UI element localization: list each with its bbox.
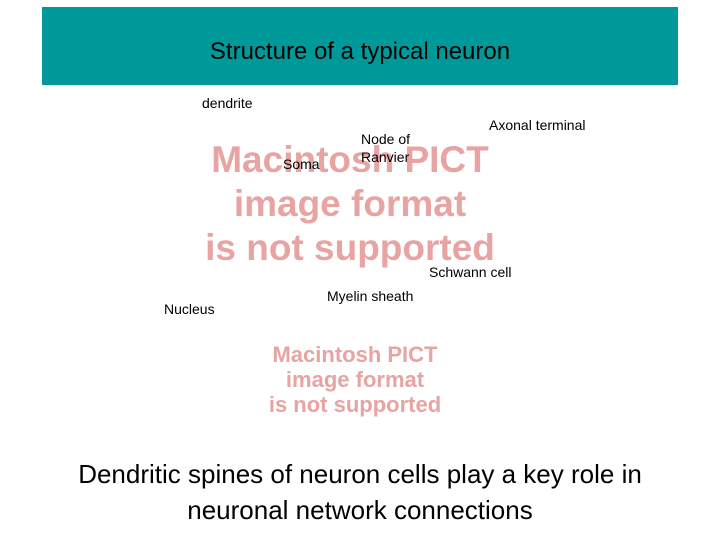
unsupported-image-placeholder: Macintosh PICT image format is not suppo…: [140, 138, 560, 270]
placeholder-line: image format: [285, 367, 425, 392]
placeholder-line: Macintosh PICT: [272, 342, 438, 367]
placeholder-line: Macintosh PICT: [211, 139, 489, 180]
caption-line: Dendritic spines of neuron cells play a …: [78, 459, 642, 489]
label-node-of-ranvier-line2: Ranvier: [361, 149, 410, 165]
slide-title: Structure of a typical neuron: [209, 38, 511, 65]
unsupported-image-placeholder-small: Macintosh PICT image format is not suppo…: [220, 342, 490, 417]
placeholder-line: is not supported: [268, 392, 442, 417]
label-schwann-cell: Schwann cell: [429, 264, 512, 280]
label-node-of-ranvier-line1: Node of: [361, 131, 411, 147]
label-myelin-sheath: Myelin sheath: [327, 288, 414, 304]
title-bar: Structure of a typical neuron: [42, 7, 678, 85]
slide-caption: Dendritic spines of neuron cells play a …: [20, 456, 700, 528]
placeholder-line: is not supported: [205, 227, 495, 268]
label-axonal-terminal: Axonal terminal: [489, 117, 586, 133]
label-dendrite: dendrite: [202, 95, 253, 111]
label-nucleus: Nucleus: [164, 301, 215, 317]
placeholder-line: image format: [233, 183, 467, 224]
caption-line: neuronal network connections: [187, 495, 533, 525]
label-soma: Soma: [283, 156, 320, 172]
